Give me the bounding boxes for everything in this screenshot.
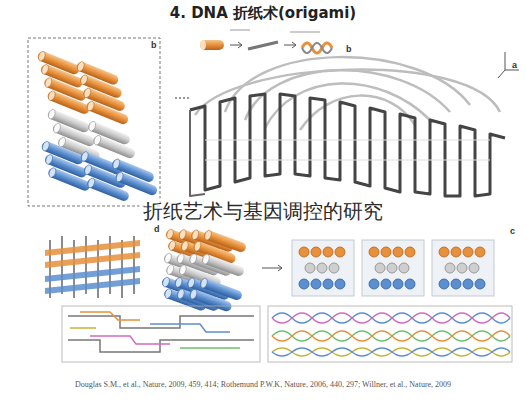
panel-letter: b (346, 44, 352, 54)
overlay-title: 折纸艺术与基因调控的研究 (139, 198, 387, 225)
panel-letter: a (512, 60, 517, 70)
panel-letter: b (151, 40, 157, 50)
panel-letter: d (154, 224, 160, 234)
citation-caption: Douglas S.M., et al., Nature, 2009, 459,… (75, 380, 451, 389)
figure-title: 4. DNA 折纸术(origami) (170, 4, 356, 23)
panel-letter: c (510, 226, 515, 236)
